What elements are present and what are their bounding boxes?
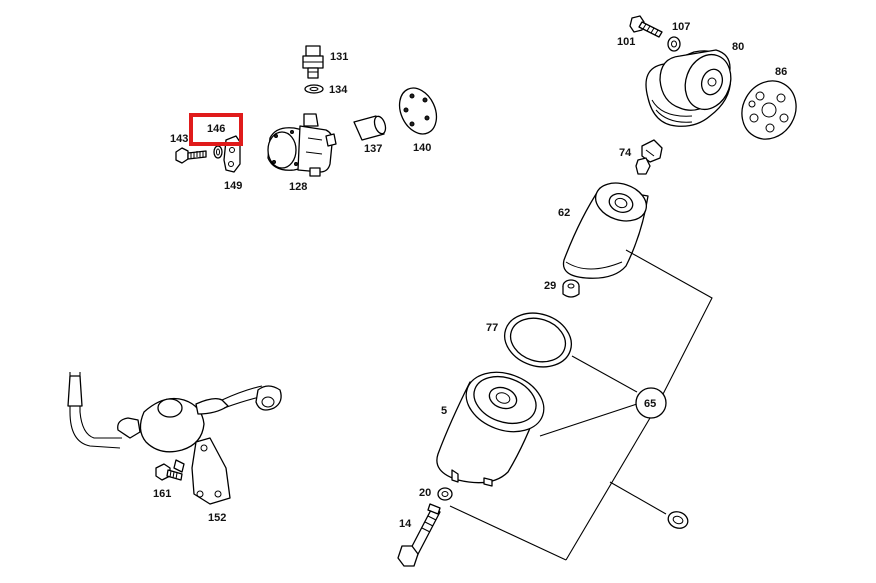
- part-65-washer[interactable]: [666, 509, 690, 531]
- part-74-fitting[interactable]: [635, 139, 663, 175]
- label-146[interactable]: 146: [207, 123, 225, 135]
- label-65[interactable]: 65: [644, 398, 656, 410]
- label-131[interactable]: 131: [330, 51, 348, 63]
- part-143-bolt[interactable]: [175, 147, 207, 164]
- label-152[interactable]: 152: [208, 512, 226, 524]
- label-128[interactable]: 128: [289, 181, 307, 193]
- part-14-bolt[interactable]: [397, 503, 441, 567]
- label-143[interactable]: 143: [170, 133, 188, 145]
- part-137-sleeve[interactable]: [353, 115, 388, 141]
- label-29[interactable]: 29: [544, 280, 556, 292]
- label-101[interactable]: 101: [617, 36, 635, 48]
- part-149-bracket[interactable]: [223, 135, 241, 173]
- part-161-bolt[interactable]: [155, 463, 183, 481]
- part-77-seal-ring[interactable]: [498, 305, 579, 375]
- part-29-plug[interactable]: [562, 279, 580, 298]
- label-86[interactable]: 86: [775, 66, 787, 78]
- label-14[interactable]: 14: [399, 518, 412, 530]
- highlight-box-146: [189, 113, 243, 146]
- part-128-pump[interactable]: [267, 113, 337, 177]
- part-131-fitting[interactable]: [302, 45, 324, 79]
- part-107-washer[interactable]: [667, 36, 681, 52]
- callout-65-bubble[interactable]: [635, 387, 667, 419]
- part-20-washer[interactable]: [437, 487, 453, 501]
- part-146-washer[interactable]: [213, 145, 223, 159]
- part-5-filter-canister[interactable]: [436, 362, 552, 487]
- part-152-pump-assembly[interactable]: [67, 372, 282, 505]
- part-140-plate[interactable]: [392, 82, 443, 140]
- label-149[interactable]: 149: [224, 180, 242, 192]
- part-labels: 101 107 80 86 131 134 137 140 143 146 14…: [153, 21, 787, 530]
- part-62-filter-element[interactable]: [562, 177, 651, 279]
- part-134-washer[interactable]: [304, 84, 324, 94]
- part-101-bolt[interactable]: [629, 15, 663, 38]
- label-107[interactable]: 107: [672, 21, 690, 33]
- part-80-housing[interactable]: [645, 48, 738, 127]
- label-140[interactable]: 140: [413, 142, 431, 154]
- label-62[interactable]: 62: [558, 207, 570, 219]
- callout-65-lines: [449, 249, 713, 561]
- label-137[interactable]: 137: [364, 143, 382, 155]
- label-20[interactable]: 20: [419, 487, 431, 499]
- label-5[interactable]: 5: [441, 405, 447, 417]
- label-77[interactable]: 77: [486, 322, 498, 334]
- label-80[interactable]: 80: [732, 41, 744, 53]
- label-74[interactable]: 74: [619, 147, 632, 159]
- label-161[interactable]: 161: [153, 488, 171, 500]
- label-134[interactable]: 134: [329, 84, 348, 96]
- part-86-plate[interactable]: [731, 71, 806, 149]
